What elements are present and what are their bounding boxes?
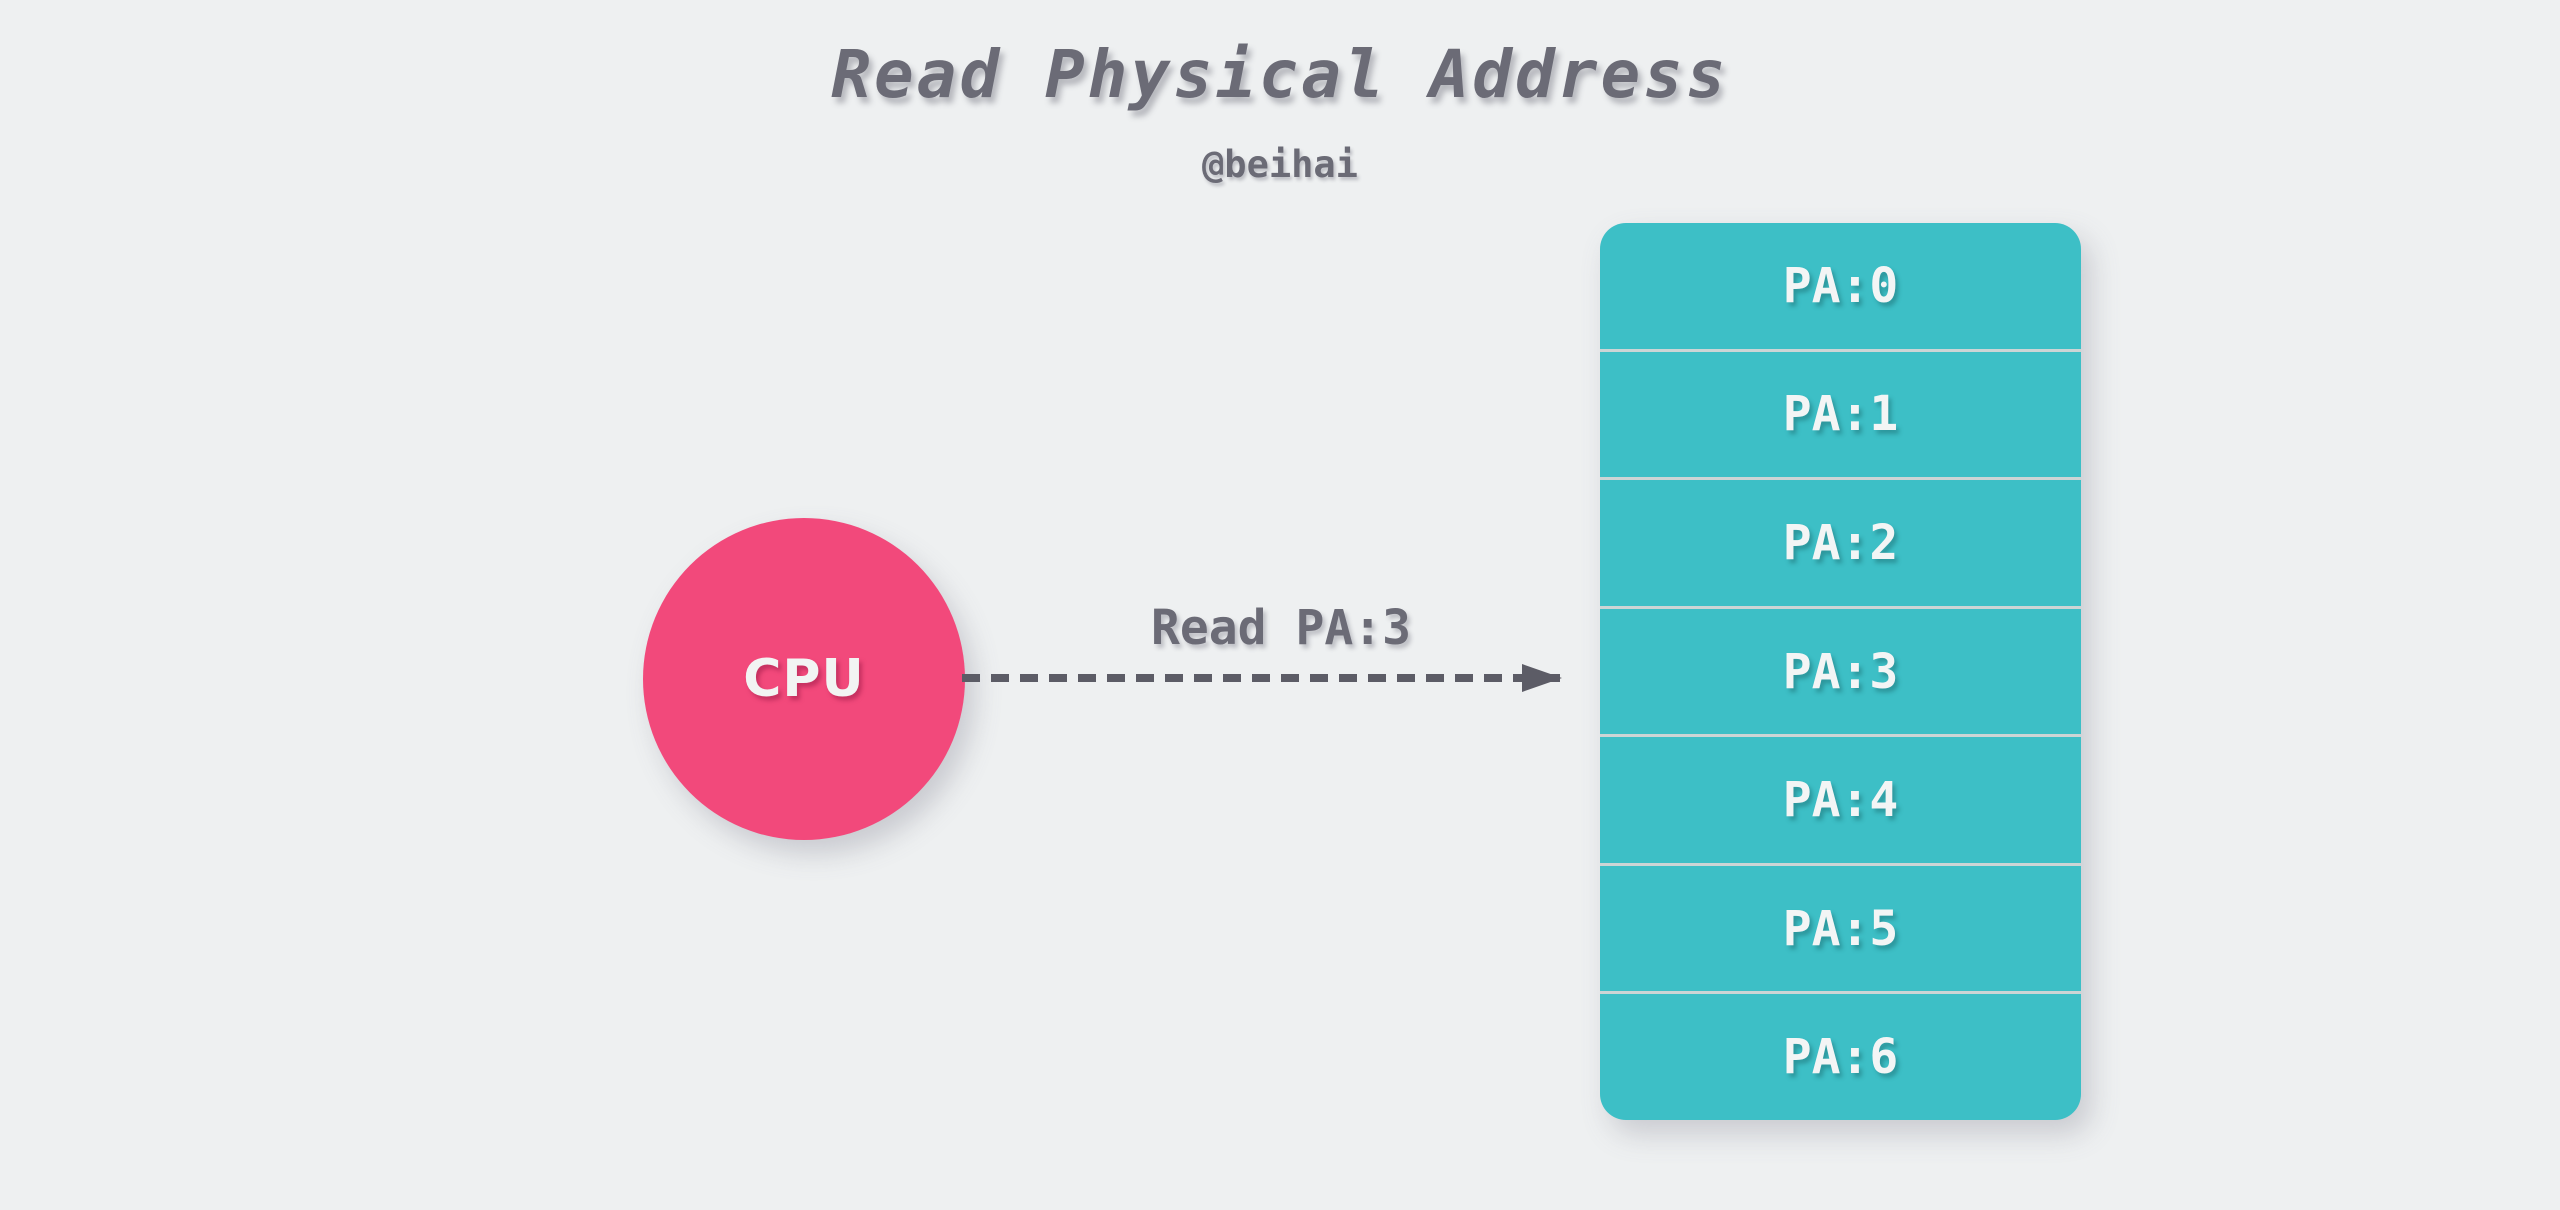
memory-cell: PA:0 (1600, 223, 2081, 352)
read-request-arrow: Read PA:3 (962, 600, 1600, 700)
read-request-label: Read PA:3 (1150, 600, 1412, 656)
memory-cell: PA:1 (1600, 352, 2081, 481)
memory-cell-label: PA:4 (1782, 772, 1899, 829)
memory-cell: PA:5 (1600, 866, 2081, 995)
memory-cell-label: PA:6 (1782, 1029, 1899, 1086)
memory-cell: PA:2 (1600, 480, 2081, 609)
cpu-node: CPU (643, 518, 965, 840)
arrow-head-icon (1522, 664, 1562, 692)
memory-cell-label: PA:3 (1782, 643, 1899, 700)
memory-cell-label: PA:5 (1782, 900, 1899, 957)
memory-cell-label: PA:1 (1782, 386, 1899, 443)
memory-cell-label: PA:0 (1782, 257, 1899, 314)
memory-cell-label: PA:2 (1782, 514, 1899, 571)
memory-cell: PA:3 (1600, 609, 2081, 738)
memory-cell: PA:4 (1600, 737, 2081, 866)
page-title: Read Physical Address (831, 36, 1729, 113)
cpu-node-label: CPU (743, 649, 865, 709)
memory-cell: PA:6 (1600, 994, 2081, 1120)
dashed-arrow-line (962, 674, 1562, 682)
physical-memory-stack: PA:0 PA:1 PA:2 PA:3 PA:4 PA:5 PA:6 (1600, 223, 2081, 1120)
author-credit: @beihai (1202, 143, 1358, 186)
